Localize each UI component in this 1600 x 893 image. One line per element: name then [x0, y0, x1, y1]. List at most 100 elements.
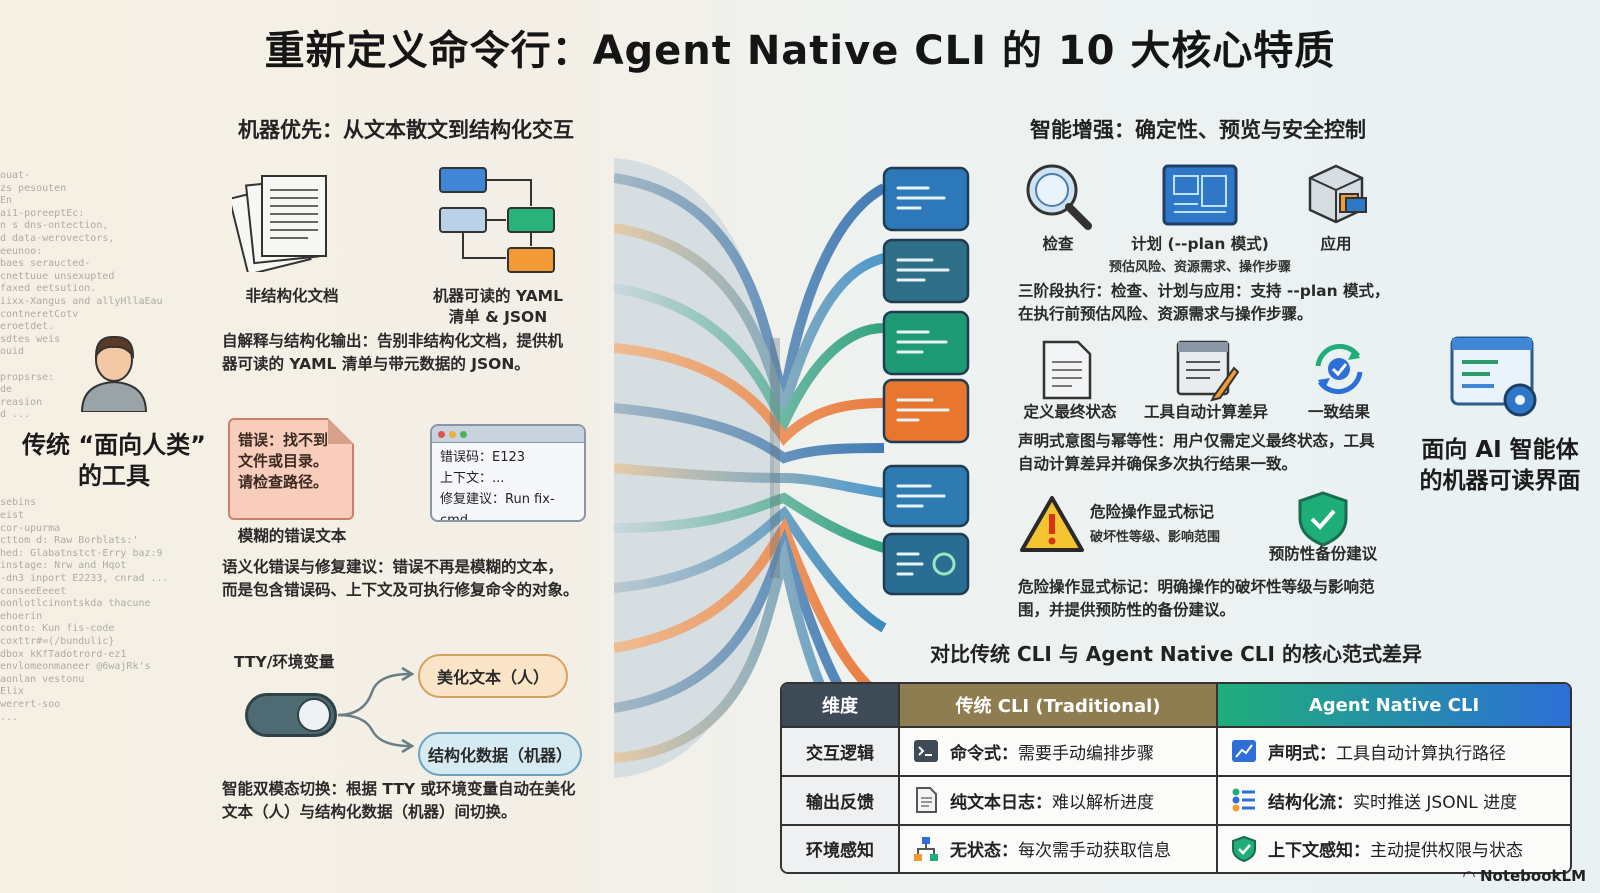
ai-interface-icon [1450, 336, 1537, 417]
danger-marking-label: 危险操作显式标记 [1090, 503, 1215, 521]
danger-description: 危险操作显式标记：明确操作的破坏性等级与影响范 围，并提供预防性的备份建议。 [1018, 578, 1375, 619]
notebooklm-brand: ◠ NotebookLM [1463, 867, 1586, 885]
background-code-line: contneretCotv [0, 308, 79, 320]
yaml-json-label: 机器可读的 YAML 清单 & JSON [433, 287, 563, 326]
agent-text: 实时推送 JSONL 进度 [1353, 792, 1518, 813]
background-code-line: d ... [0, 409, 31, 421]
trad-bold: 命令式： [950, 743, 1018, 764]
header-dimension: 维度 [782, 684, 899, 727]
auto-diff-label: 工具自动计算差异 [1143, 403, 1268, 421]
dual-mode-description: 智能双模态切换：根据 TTY 或环境变量自动在美化 文本（人）与结构化数据（机器… [222, 780, 576, 821]
documents-icon [232, 175, 327, 272]
background-code-line: envlomeonmaneer @6wajRk's [0, 661, 151, 673]
background-code-line: ouid [0, 346, 25, 358]
background-code-line: cor-upurma [0, 522, 61, 534]
mode-toggle-switch [245, 693, 337, 737]
background-code-line: -dn3 inport E2233, cnrad ... [0, 573, 169, 584]
terminal-icon [914, 740, 938, 763]
right-section-title: 智能增强：确定性、预览与安全控制 [1030, 118, 1366, 142]
background-code-line: eroetdet. [0, 321, 55, 333]
background-code-line: coxttr#=(/bundulic} [0, 635, 115, 647]
page-fold-icon [328, 418, 354, 444]
background-code-line: conto: Kun fis-code [0, 623, 115, 635]
brand-text: NotebookLM [1479, 867, 1586, 885]
three-phase-description: 三阶段执行：检查、计划与应用：支持 --plan 模式， 在执行前预估风险、资源… [1018, 282, 1390, 323]
trad-text: 难以解析进度 [1052, 792, 1154, 813]
error-doc-line: 错误：找不到 [238, 431, 329, 449]
background-code-line: d data-werovectors, [0, 232, 115, 244]
page-title: 重新定义命令行：Agent Native CLI 的 10 大核心特质 [264, 28, 1336, 74]
apply-label: 应用 [1320, 235, 1352, 253]
agent-bold: 上下文感知： [1268, 841, 1370, 862]
danger-marking-sublabel: 破坏性等级、影响范围 [1090, 530, 1221, 545]
agent-bold: 结构化流： [1268, 792, 1353, 813]
branch-arrows-icon [337, 666, 415, 754]
agent-bold: 声明式： [1268, 743, 1336, 764]
self-describing-description: 自解释与结构化输出：告别非结构化文档，提供机 器可读的 YAML 清单与带元数据… [222, 332, 564, 373]
background-code-line: werert-soo [0, 698, 61, 710]
comparison-title: 对比传统 CLI 与 Agent Native CLI 的核心范式差异 [930, 642, 1422, 666]
define-final-state-label: 定义最终状态 [1023, 403, 1117, 421]
unstructured-docs-label: 非结构化文档 [245, 287, 339, 305]
context-shield-icon [1232, 835, 1256, 862]
warning-icon [1020, 496, 1084, 552]
semantic-error-description: 语义化错误与修复建议：错误不再是模糊的文本， 而是包含错误码、上下文及可执行修复… [222, 558, 579, 599]
vague-error-document: 错误：找不到文件或目录。请检查路径。 [228, 418, 354, 520]
error-window-line: 上下文：... [440, 471, 505, 486]
declarative-description: 声明式意图与幂等性：用户仅需定义最终状态，工具 自动计算差异并确保多次执行结果一… [1018, 432, 1375, 473]
magnifier-icon [1026, 164, 1092, 230]
blueprint-icon [1162, 164, 1238, 226]
flowchart-icon [439, 167, 555, 273]
background-code-line: ehoerin [0, 610, 43, 622]
background-code-line: oonlotlcinontskda thacune [0, 598, 151, 610]
background-code-line: ai1-poreeptEc: [0, 207, 85, 219]
background-code-line: ouat- [0, 170, 31, 181]
vague-error-label: 模糊的错误文本 [237, 527, 347, 545]
row-dimension: 环境感知 [782, 823, 899, 872]
agent-text: 工具自动计算执行路径 [1336, 743, 1506, 764]
structured-stream-icon [1232, 788, 1255, 812]
table-row: 环境感知 无状态：每次需手动获取信息 上下文感知：主动提供权限与状态 [782, 823, 1570, 872]
sync-check-icon [1315, 344, 1363, 394]
left-section-title: 机器优先：从文本散文到结构化交互 [238, 118, 574, 142]
error-doc-line: 文件或目录。 [238, 452, 329, 470]
structured-error-window: 错误码：E123 上下文：... 修复建议：Run fix-cmd [430, 424, 586, 522]
background-code-line: faxed eetsution. [0, 283, 97, 295]
trad-bold: 纯文本日志： [950, 792, 1052, 813]
maximize-dot-icon [460, 430, 467, 438]
row-dimension: 交互逻辑 [782, 726, 899, 776]
table-row: 交互逻辑 命令式：需要手动编排步骤 声明式：工具自动计算执行路径 [782, 726, 1570, 776]
background-code-line: Elix [0, 686, 25, 698]
background-code-line: n s dns-ontection, [0, 220, 109, 232]
background-code-line: instage: Nrw and Hqot [0, 560, 127, 572]
error-window-line: 错误码：E123 [440, 450, 526, 465]
error-window-line: 修复建议：Run fix-cmd [440, 492, 555, 522]
ai-agent-interface-label: 面向 AI 智能体 的机器可读界面 [1419, 437, 1581, 494]
document-state-icon [1042, 340, 1092, 400]
background-code-line: baes seraucted- [0, 258, 91, 270]
background-code-line: sdtes weis [0, 333, 61, 345]
background-code-line: ... [0, 711, 19, 723]
close-dot-icon [438, 430, 445, 438]
transformation-funnel-graphic [614, 158, 887, 778]
chart-path-icon [1232, 740, 1256, 763]
structured-data-pill: 结构化数据（机器） [418, 732, 582, 776]
diff-tool-icon [1176, 340, 1240, 402]
background-code-line: conseeEeeet [0, 585, 67, 597]
notebooklm-logo-icon: ◠ [1463, 867, 1480, 885]
trad-text: 需要手动编排步骤 [1018, 743, 1154, 764]
background-code-line: hed: Glabatnstct-Erry baz:9 [0, 547, 163, 559]
shield-check-icon [1298, 491, 1348, 547]
background-code-line: iixx-Xangus and allyHllaEau [0, 295, 163, 307]
minimize-dot-icon [449, 430, 456, 438]
text-log-icon [916, 787, 937, 814]
agent-text: 主动提供权限与状态 [1370, 841, 1523, 862]
human-tool-label: 传统 “面向人类” 的工具 [22, 431, 206, 490]
plan-mode-label: 计划 (--plan 模式) [1131, 235, 1269, 253]
background-code-line: En [0, 195, 13, 207]
background-code-line: aonlan vestonu [0, 673, 85, 685]
plan-mode-sublabel: 预估风险、资源需求、操作步骤 [1108, 260, 1291, 275]
background-code-line: de [0, 384, 13, 396]
pretty-text-pill: 美化文本（人） [418, 654, 568, 698]
